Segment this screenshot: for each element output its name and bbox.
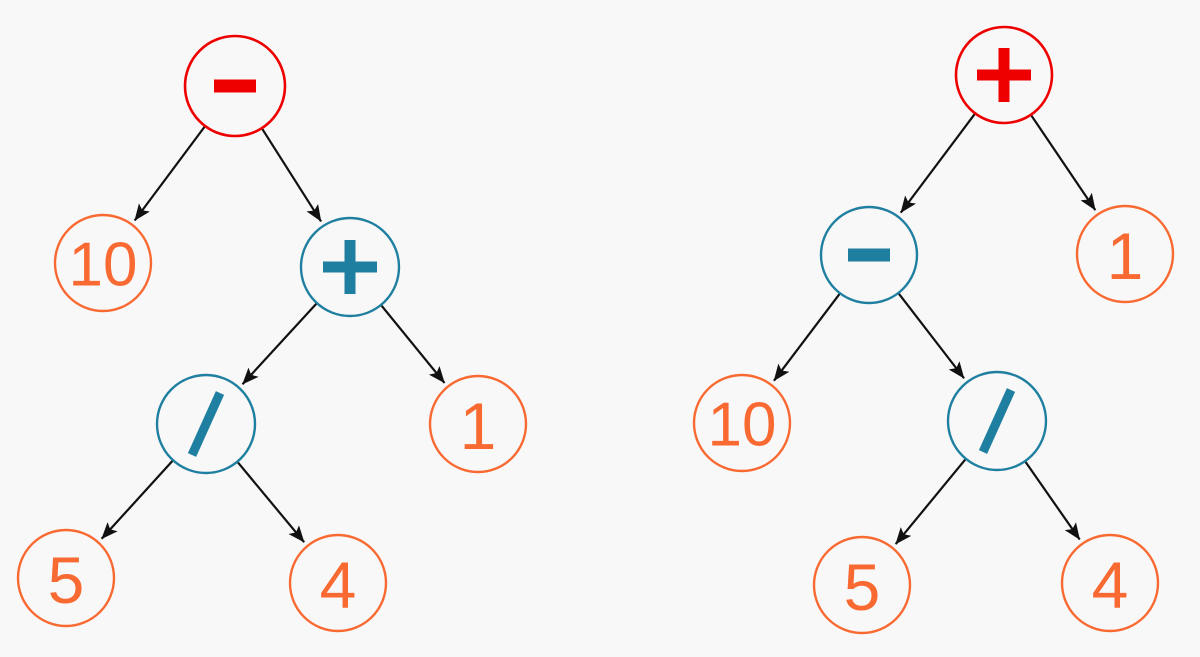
divide-icon xyxy=(978,388,1016,454)
tree-edge xyxy=(899,113,976,214)
tree-node-minus[interactable] xyxy=(819,205,919,305)
tree-node-1[interactable]: 1 xyxy=(428,374,528,474)
node-circle xyxy=(16,528,116,628)
tree-edge xyxy=(261,128,322,223)
plus-icon-vertical xyxy=(998,48,1010,102)
node-label: 5 xyxy=(844,550,881,624)
tree-edge xyxy=(241,303,318,385)
node-circle xyxy=(1060,533,1160,633)
minus-icon xyxy=(214,79,256,93)
tree-edge xyxy=(237,461,305,543)
plus-icon-vertical xyxy=(344,240,356,294)
node-circle xyxy=(183,34,287,138)
divide-icon xyxy=(187,391,225,457)
node-circle xyxy=(288,533,388,633)
tree-edge xyxy=(133,126,206,222)
node-circle xyxy=(812,535,912,635)
tree-node-plus[interactable] xyxy=(954,25,1054,125)
edges-layer xyxy=(100,113,1097,545)
tree-edge xyxy=(898,293,965,379)
node-circle xyxy=(1075,204,1175,304)
nodes-layer: 10 1 5 4 1 10 5 4 xyxy=(16,25,1175,635)
tree-node-plus[interactable] xyxy=(299,216,401,318)
tree-edge xyxy=(894,458,967,545)
tree-node-4[interactable]: 4 xyxy=(1060,533,1160,633)
node-label: 10 xyxy=(69,231,138,300)
tree-node-1[interactable]: 1 xyxy=(1075,204,1175,304)
tree-node-minus[interactable] xyxy=(183,34,287,138)
node-label: 1 xyxy=(1107,219,1144,293)
node-circle xyxy=(819,205,919,305)
tree-node-divide[interactable] xyxy=(946,370,1048,472)
node-circle xyxy=(155,373,257,475)
tree-edge xyxy=(773,293,841,382)
node-circle xyxy=(946,370,1048,472)
node-circle xyxy=(428,374,528,474)
tree-node-10[interactable]: 10 xyxy=(53,213,153,313)
node-label: 4 xyxy=(320,548,357,622)
tree-node-10[interactable]: 10 xyxy=(692,373,792,473)
node-label: 10 xyxy=(708,391,777,460)
node-label: 4 xyxy=(1092,548,1129,622)
tree-node-5[interactable]: 5 xyxy=(16,528,116,628)
tree-node-5[interactable]: 5 xyxy=(812,535,912,635)
node-circle xyxy=(299,216,401,318)
tree-edge xyxy=(1024,461,1081,541)
minus-icon xyxy=(848,248,890,262)
node-label: 5 xyxy=(48,543,85,617)
tree-edge xyxy=(100,460,174,540)
tree-edge xyxy=(1030,114,1097,211)
tree-edge xyxy=(380,305,446,384)
node-circle xyxy=(53,213,153,313)
tree-node-4[interactable]: 4 xyxy=(288,533,388,633)
node-label: 1 xyxy=(460,389,497,463)
tree-node-divide[interactable] xyxy=(155,373,257,475)
node-circle xyxy=(692,373,792,473)
node-circle xyxy=(954,25,1054,125)
